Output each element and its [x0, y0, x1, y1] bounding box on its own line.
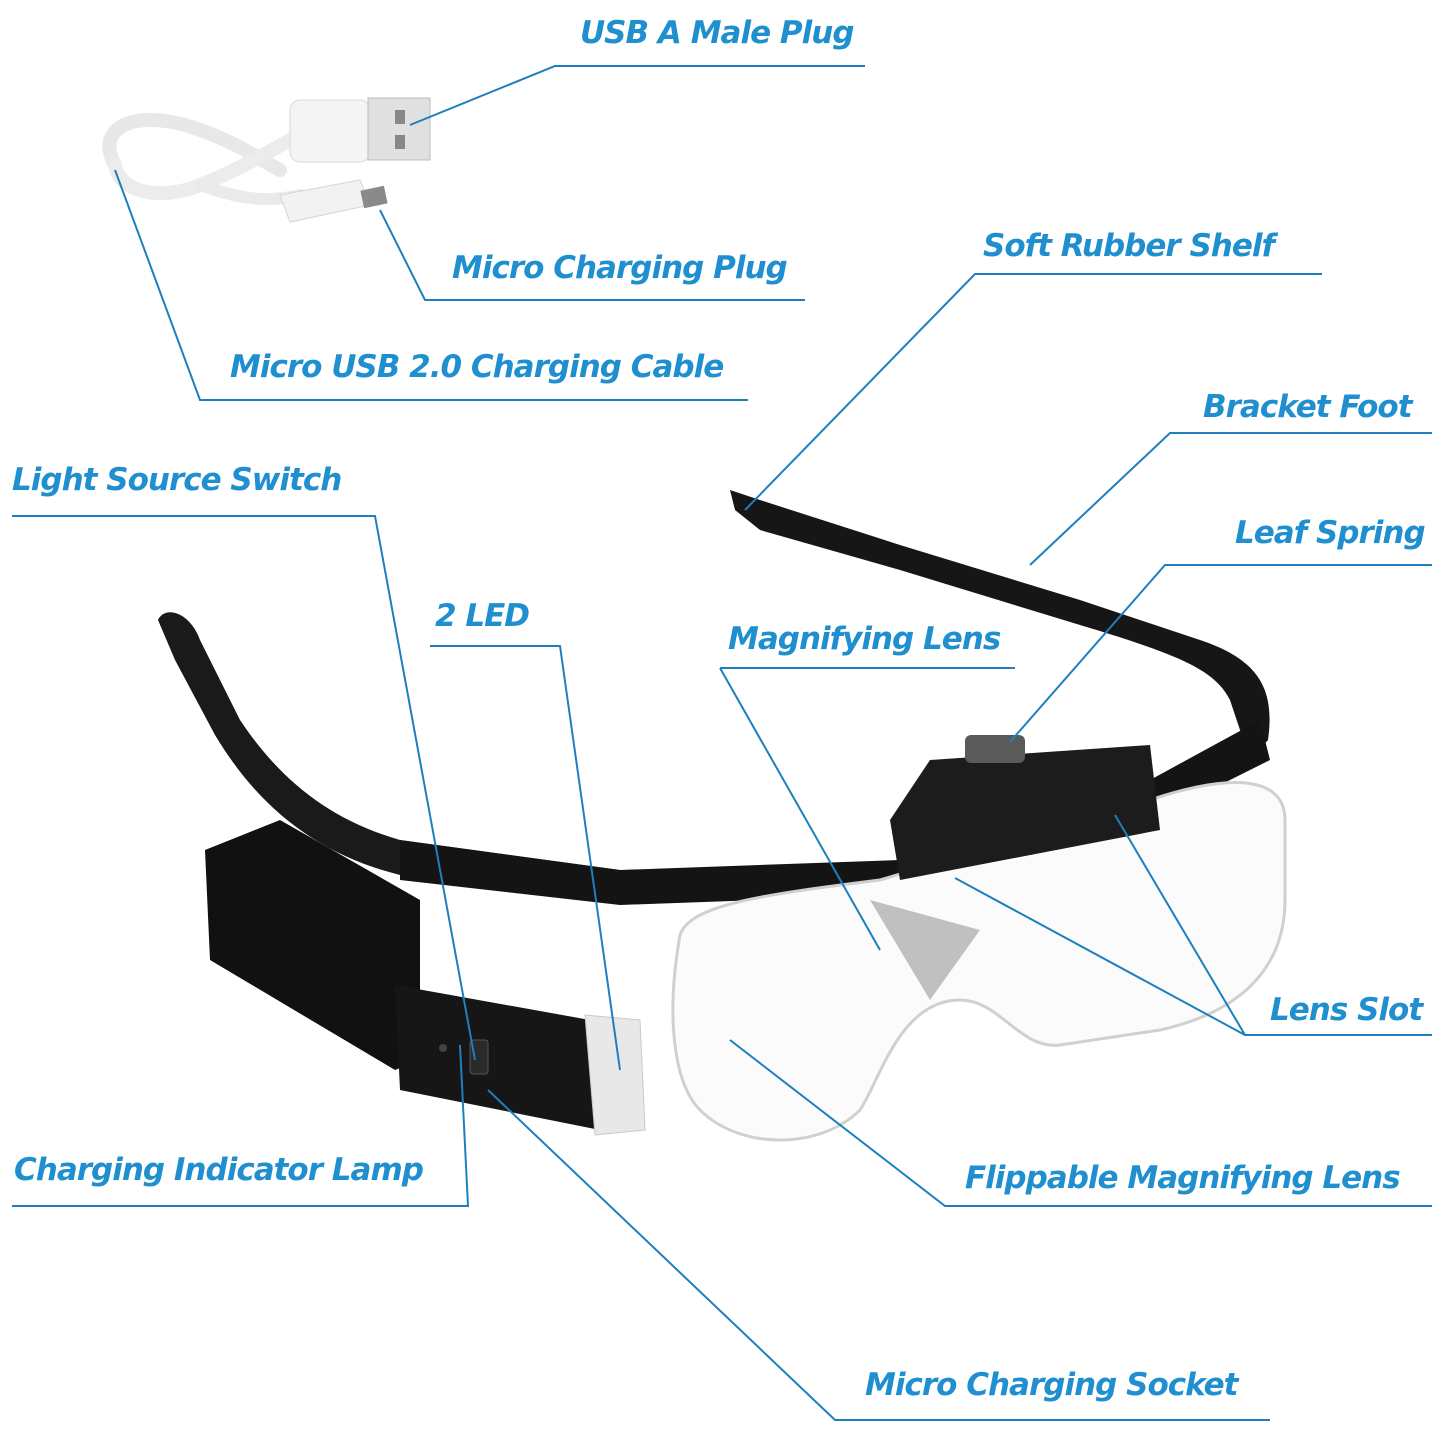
label-micro-charging-plug: Micro Charging Plug [452, 250, 788, 286]
label-flippable-magnifying-lens: Flippable Magnifying Lens [965, 1160, 1401, 1196]
label-2-led: 2 LED [435, 598, 530, 634]
usb-cable-icon [102, 97, 431, 223]
label-charging-indicator-lamp: Charging Indicator Lamp [14, 1152, 424, 1188]
label-lens-slot: Lens Slot [1270, 992, 1423, 1028]
callout-lines [12, 65, 1432, 1421]
label-soft-rubber-shelf: Soft Rubber Shelf [983, 228, 1275, 264]
label-micro-usb-cable: Micro USB 2.0 Charging Cable [230, 349, 724, 385]
left-temple-arm [158, 612, 880, 900]
label-micro-charging-socket: Micro Charging Socket [865, 1367, 1238, 1403]
label-usb-a-male-plug: USB A Male Plug [580, 15, 855, 51]
leaf-spring-icon [965, 735, 1025, 763]
label-bracket-foot: Bracket Foot [1203, 389, 1413, 425]
lens-slot-clip [890, 745, 1160, 880]
label-light-source-switch: Light Source Switch [12, 462, 342, 498]
label-leaf-spring: Leaf Spring [1235, 515, 1426, 551]
led-light-module [205, 820, 646, 1136]
label-magnifying-lens: Magnifying Lens [728, 621, 1001, 657]
right-temple-arm [730, 490, 1270, 760]
